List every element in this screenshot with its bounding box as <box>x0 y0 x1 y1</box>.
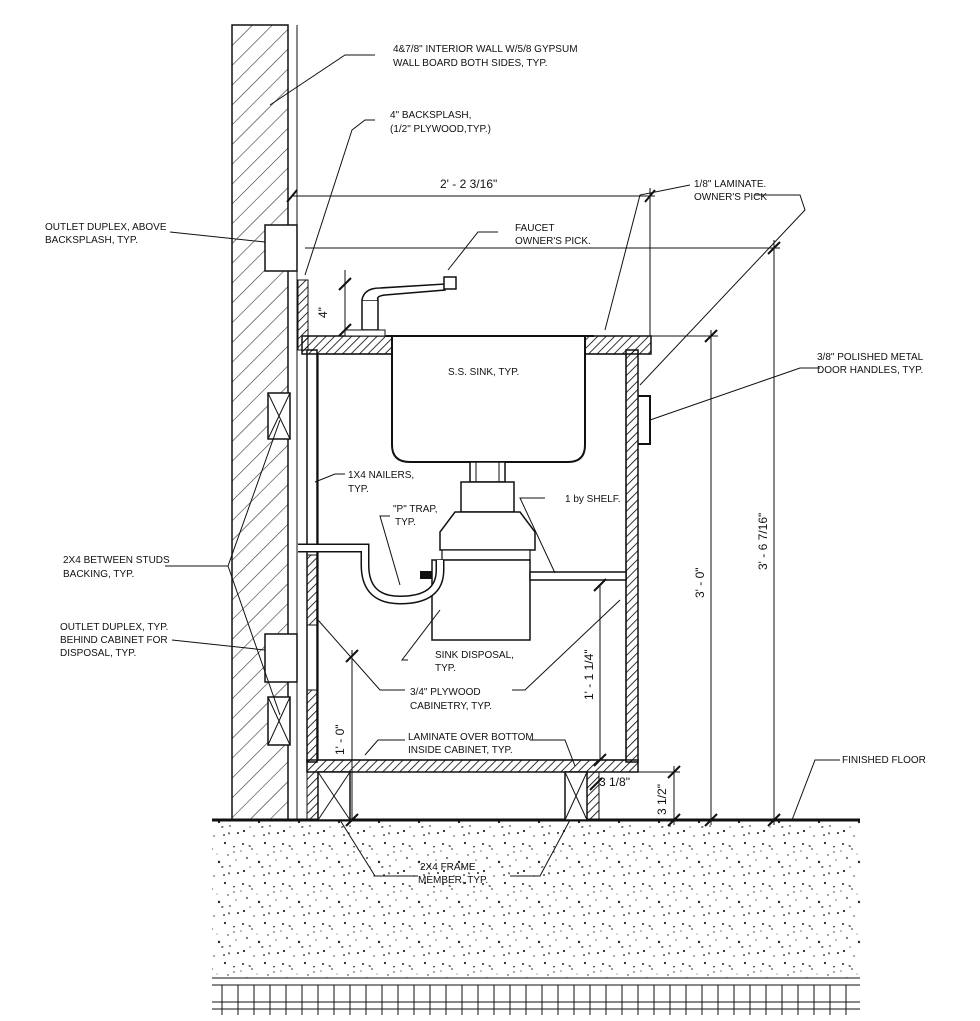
p-trap <box>298 543 445 605</box>
label-nailers: 1X4 NAILERS, TYP. <box>348 470 414 495</box>
label-frame-member-line2: MEMBER, TYP. <box>418 875 488 886</box>
label-door-handles: 3/8" POLISHED METAL DOOR HANDLES, TYP. <box>817 352 924 376</box>
label-backsplash-line2: (1/2" PLYWOOD,TYP.) <box>390 124 491 135</box>
faucet <box>344 276 457 337</box>
label-laminate-top-line1: 1/8" LAMINATE. <box>694 179 766 190</box>
label-finished-floor: FINISHED FLOOR <box>842 755 926 766</box>
label-p-trap-line1: "P" TRAP, <box>393 504 438 515</box>
shelf <box>529 571 627 581</box>
dim-toe-kick-depth: 3 1/8" <box>599 775 630 789</box>
dim-toe-kick-height: 3 1/2" <box>655 784 669 815</box>
label-laminate-bottom: LAMINATE OVER BOTTOM INSIDE CABINET, TYP… <box>408 732 534 756</box>
concrete-floor <box>212 818 860 1010</box>
label-outlet-behind-line1: OUTLET DUPLEX, TYP. <box>60 622 168 633</box>
label-outlet-above-line1: OUTLET DUPLEX, ABOVE <box>45 222 167 233</box>
dim-top-width: 2' - 2 3/16" <box>440 177 497 191</box>
label-wall-line1: 4&7/8" INTERIOR WALL W/5/8 GYPSUM <box>393 44 578 55</box>
dim-shelf-height: 1' - 1 1/4" <box>582 649 596 700</box>
label-faucet-line1: FAUCET <box>515 223 554 234</box>
label-wall: 4&7/8" INTERIOR WALL W/5/8 GYPSUM WALL B… <box>393 44 578 69</box>
dim-total-height: 3' - 6 7/16" <box>756 513 770 570</box>
label-laminate-bottom-line1: LAMINATE OVER BOTTOM <box>408 732 534 743</box>
soil-hatching <box>221 985 847 1015</box>
label-plywood-line1: 3/4" PLYWOOD <box>410 687 481 698</box>
leader-lines <box>165 54 840 877</box>
label-frame-member: 2X4 FRAME MEMBER, TYP. <box>418 862 488 886</box>
label-outlet-above: OUTLET DUPLEX, ABOVE BACKSPLASH, TYP. <box>45 222 167 246</box>
label-p-trap-line2: TYP. <box>395 517 416 528</box>
label-door-handles-line2: DOOR HANDLES, TYP. <box>817 365 923 376</box>
label-backing-line2: BACKING, TYP. <box>63 569 134 580</box>
label-nailers-line1: 1X4 NAILERS, <box>348 470 414 481</box>
label-outlet-behind-line2: BEHIND CABINET FOR <box>60 635 168 646</box>
label-outlet-behind: OUTLET DUPLEX, TYP. BEHIND CABINET FOR D… <box>60 622 168 659</box>
label-disposal: SINK DISPOSAL, TYP. <box>435 650 514 674</box>
dimension-lines <box>286 188 781 827</box>
stainless-sink <box>386 335 594 483</box>
outlet-above-backsplash <box>264 224 298 272</box>
sink-disposal <box>431 481 536 641</box>
label-plywood-line2: CABINETRY, TYP. <box>410 701 492 712</box>
label-backsplash-line1: 4" BACKSPLASH, <box>390 110 471 121</box>
dim-backsplash-height: 4" <box>316 307 330 318</box>
label-nailers-line2: TYP. <box>348 484 369 495</box>
label-laminate-bottom-line2: INSIDE CABINET, TYP. <box>408 745 513 756</box>
label-faucet: FAUCET OWNER'S PICK. <box>515 223 591 247</box>
label-p-trap: "P" TRAP, TYP. <box>393 504 438 528</box>
outlet-behind-cabinet <box>264 633 298 683</box>
cabinet-body <box>297 279 652 821</box>
label-laminate-top-line2: OWNER'S PICK <box>694 192 767 203</box>
label-sink: S.S. SINK, TYP. <box>448 367 519 378</box>
label-wall-line2: WALL BOARD BOTH SIDES, TYP. <box>393 58 548 69</box>
door-handle <box>638 395 651 445</box>
label-outlet-above-line2: BACKSPLASH, TYP. <box>45 235 138 246</box>
label-backsplash: 4" BACKSPLASH, (1/2" PLYWOOD,TYP.) <box>390 110 491 135</box>
label-plywood-cabinetry: 3/4" PLYWOOD CABINETRY, TYP. <box>410 687 492 712</box>
label-shelf: 1 by SHELF. <box>565 494 621 505</box>
backing-blocks <box>267 392 291 746</box>
label-backing: 2X4 BETWEEN STUDS BACKING, TYP. <box>63 555 170 580</box>
dim-counter-height: 3' - 0" <box>693 567 707 598</box>
label-faucet-line2: OWNER'S PICK. <box>515 236 591 247</box>
label-door-handles-line1: 3/8" POLISHED METAL <box>817 352 924 363</box>
label-disposal-line2: TYP. <box>435 663 456 674</box>
label-laminate-top: 1/8" LAMINATE. OWNER'S PICK <box>694 179 767 203</box>
label-outlet-behind-line3: DISPOSAL, TYP. <box>60 648 136 659</box>
label-frame-member-line1: 2X4 FRAME <box>420 862 476 873</box>
dim-outlet-height: 1' - 0" <box>333 724 347 755</box>
label-disposal-line1: SINK DISPOSAL, <box>435 650 514 661</box>
label-backing-line1: 2X4 BETWEEN STUDS <box>63 555 170 566</box>
